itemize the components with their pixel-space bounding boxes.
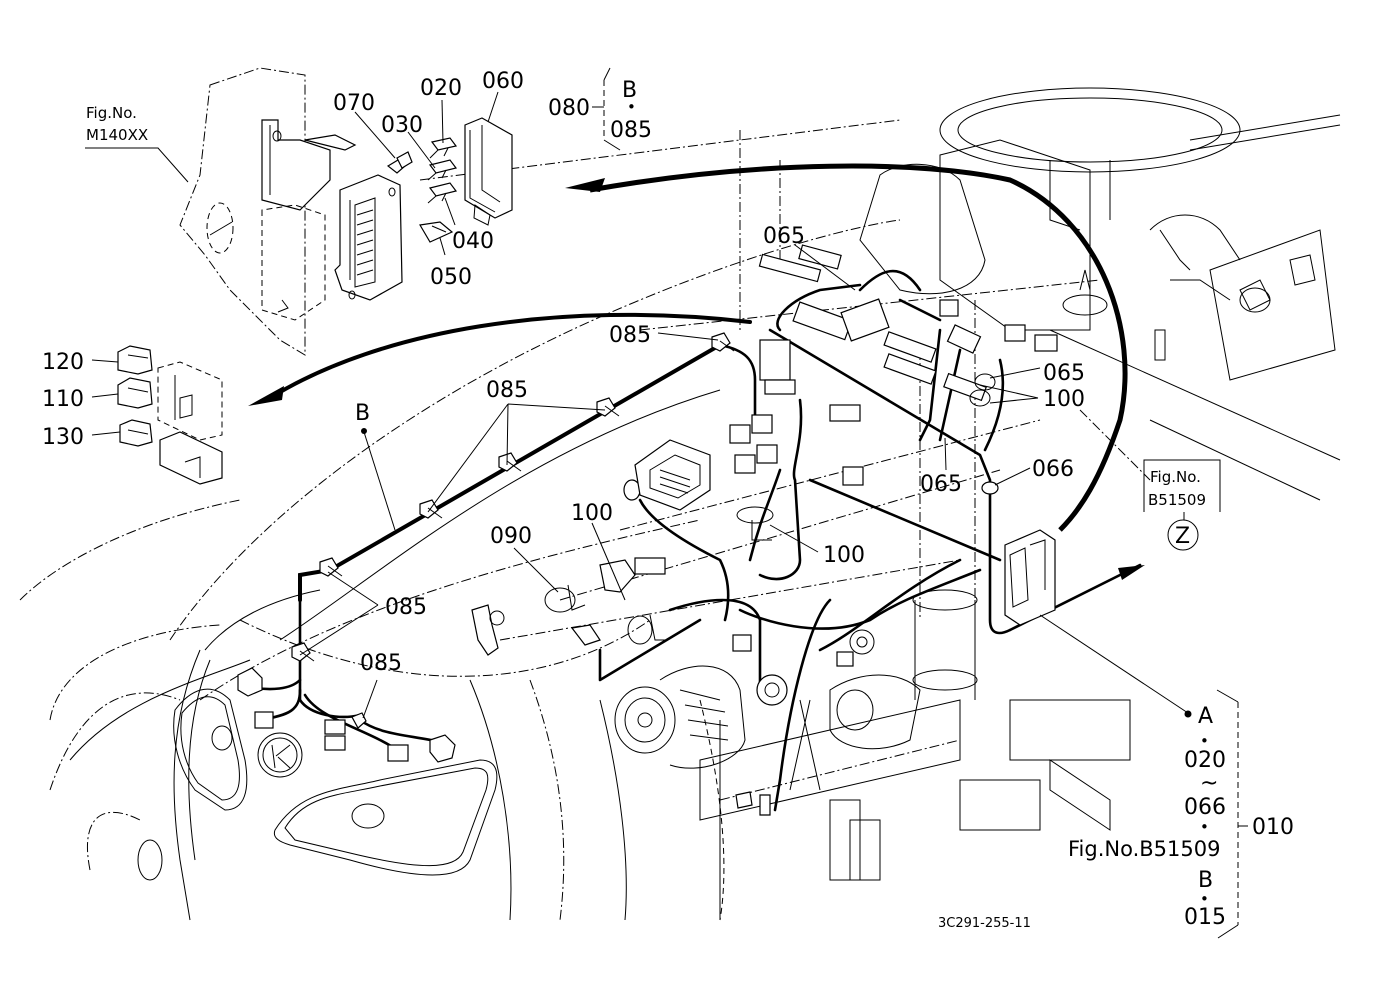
ref-m140-line1: Fig.No. [86,104,137,122]
callout-085-left: 085 [385,595,427,620]
callout-070: 070 [333,91,375,116]
alternator [614,665,746,769]
callout-085-mid: 085 [486,378,528,403]
drawing-number: 3C291-255-11 [938,916,1031,931]
callout-065-right: 065 [1043,361,1085,386]
connector-120 [117,345,153,375]
fuse-040 [427,182,458,204]
callout-030: 030 [381,113,423,138]
group-010-tilde: ~ [1200,771,1218,796]
group-080-item: 085 [610,118,652,143]
callout-085-top: 085 [609,323,651,348]
group-080: 080 B • 085 [548,78,652,143]
group-010-letter-b: B [1198,868,1213,893]
harness-connectors [254,244,1058,762]
starter-motor [789,629,921,791]
emblem [257,732,303,778]
connector-130 [119,419,153,447]
group-010-last: 015 [1184,905,1226,930]
fuse-puller-050 [419,221,454,243]
callout-020: 020 [420,76,462,101]
ref-b51509-line1: Fig.No. [1150,468,1201,486]
group-080-number: 080 [548,96,590,121]
separation-arc-left [268,312,752,400]
group-010-number: 010 [1252,815,1294,840]
harness-clamps-085 [291,332,735,729]
callout-100-right: 100 [1043,387,1085,412]
point-b-label: B [355,401,370,426]
callout-120: 120 [42,350,84,375]
ref-b51509: Fig.No. B51509 Z [1143,459,1221,551]
connector-110 [117,377,153,409]
sensors [471,479,788,816]
callout-040: 040 [452,229,494,254]
lamp-sockets [237,667,456,763]
main-harness [253,269,1142,812]
group-010-dot2: • [1200,818,1209,836]
bracket-080 [603,67,621,151]
leader-lines [85,91,1189,719]
callout-100-mid: 100 [571,501,613,526]
fuse-box-mount [1004,529,1056,626]
callout-065-center: 065 [920,472,962,497]
callout-060: 060 [482,69,524,94]
cable-bands [544,373,996,645]
separation-arc-top [589,163,1128,532]
connector-066 [981,481,999,495]
group-010-fig-ref: Fig.No.B51509 [1068,837,1220,861]
fuse-box-cover-060 [464,117,513,226]
control-unit [634,439,711,511]
callout-050: 050 [430,265,472,290]
callout-labels: 070 020 060 030 040 050 120 110 130 065 … [42,69,1085,676]
group-010: A • 020 ~ 066 • Fig.No.B51509 B • 015 01… [1068,704,1294,930]
arrowhead-z [1118,565,1145,580]
callout-130: 130 [42,425,84,450]
group-010-dot1: • [1200,732,1209,750]
callout-090: 090 [490,524,532,549]
bracket-010 [1216,689,1248,939]
callout-065-top: 065 [763,224,805,249]
ref-m140xx: Fig.No. M140XX [86,104,148,144]
fuse-box [334,174,403,301]
group-010-letter-a: A [1198,704,1213,729]
headlights [173,688,498,876]
arrowhead-left [248,386,284,406]
fuse-box-assembly [261,119,403,321]
fuse-030 [427,159,458,181]
callout-100-relay: 100 [823,543,865,568]
ref-m140-line2: M140XX [86,126,148,144]
bolt-070 [386,151,413,174]
group-080-dot: • [627,98,636,116]
arrowhead-top [565,178,605,192]
point-b-dot [361,428,367,434]
point-a-dot [1184,710,1192,718]
group-080-letter: B [622,78,637,103]
group-010-dot3: • [1200,890,1209,908]
callout-085-low: 085 [360,651,402,676]
callout-066: 066 [1032,457,1074,482]
ref-b51509-line2: B51509 [1148,491,1206,509]
relay-block [157,361,223,485]
group-010-from: 020 [1184,748,1226,773]
fuse-020 [429,137,458,159]
zoom-marker-z: Z [1175,524,1190,549]
group-010-to: 066 [1184,795,1226,820]
callout-110: 110 [42,387,84,412]
